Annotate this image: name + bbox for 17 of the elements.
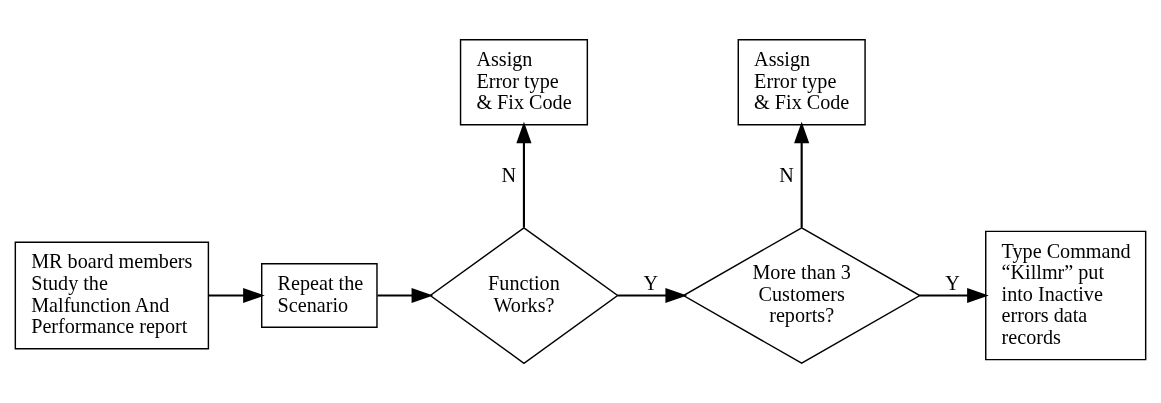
edge-label: N [501, 163, 517, 186]
arrow [377, 287, 434, 304]
arrow [516, 121, 532, 228]
arrow [919, 287, 989, 304]
arrow [617, 287, 688, 304]
edge-label: Y [945, 272, 960, 295]
node-box: Assign Error type & Fix Code [459, 39, 589, 126]
edge-label: Y [643, 272, 659, 295]
edge-label: N [779, 163, 794, 186]
node-box: Assign Error type & Fix Code [737, 39, 866, 126]
node-box: Repeat the Scenario [261, 263, 378, 328]
node-diamond: More than 3 Customers reports? [682, 226, 922, 365]
arrow [794, 121, 810, 228]
node-box: Type Command “Killmr” put into Inactive errors data records [985, 230, 1147, 361]
node-diamond: Function Works? [429, 226, 619, 365]
arrow [208, 287, 265, 304]
node-box: MR board members Study the Malfunction And Performance report [14, 241, 210, 350]
